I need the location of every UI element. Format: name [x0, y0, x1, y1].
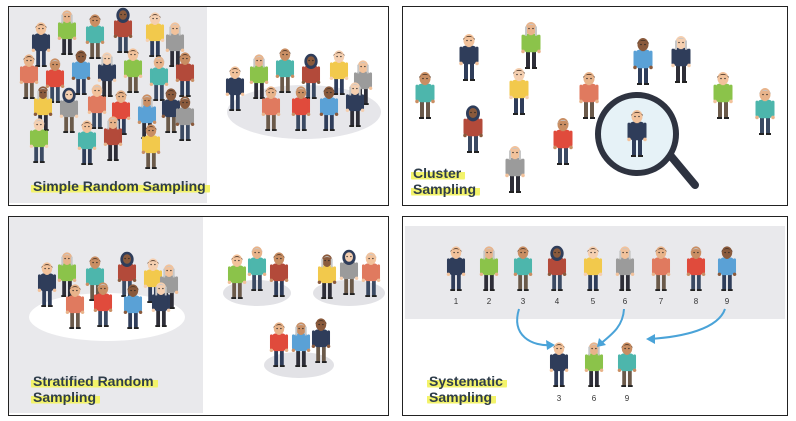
row-number: 6 [622, 297, 628, 306]
person-icon [627, 110, 647, 157]
row-number: 3 [520, 297, 526, 306]
systematic-figures [446, 245, 737, 387]
row-number: 7 [658, 297, 664, 306]
selection-arrows [516, 308, 726, 347]
sample-number: 6 [591, 394, 597, 403]
person-icon [103, 116, 123, 161]
person-icon [269, 252, 289, 297]
person-icon [77, 120, 97, 165]
row-number: 2 [486, 297, 492, 306]
person-icon [45, 58, 65, 103]
person-icon [713, 72, 733, 119]
person-icon [113, 7, 133, 53]
sample-number: 3 [556, 394, 562, 403]
person-icon [71, 50, 91, 95]
person-icon [311, 318, 331, 363]
person-icon [317, 254, 337, 299]
systematic-label: Systematic Sampling [427, 373, 507, 405]
person-icon [65, 284, 85, 329]
person-icon [261, 86, 281, 131]
person-icon [579, 72, 599, 119]
person-icon [19, 54, 39, 99]
person-icon [686, 246, 706, 291]
person-icon [584, 342, 604, 387]
row-number: 8 [693, 297, 699, 306]
row-number: 5 [590, 297, 596, 306]
person-icon [249, 54, 269, 99]
person-icon [227, 254, 247, 299]
systematic-panel: 1 2 3 4 5 6 7 8 9 3 6 9 Systematic Sampling [402, 216, 788, 416]
person-icon [85, 14, 105, 59]
simple-random-label: Simple Random Sampling [31, 178, 210, 194]
person-icon [117, 251, 137, 297]
cluster-figures [415, 22, 775, 193]
person-icon [633, 38, 653, 85]
person-icon [671, 36, 691, 83]
stratified-label: Stratified Random Sampling [31, 373, 158, 405]
person-icon [175, 96, 195, 141]
person-icon [59, 87, 79, 133]
person-icon [291, 322, 311, 367]
person-icon [175, 52, 195, 97]
person-icon [329, 50, 349, 95]
person-icon [247, 246, 267, 291]
person-icon [509, 68, 529, 115]
person-icon [361, 252, 381, 297]
arrow-heads [546, 334, 655, 350]
magnifier-icon [595, 92, 699, 189]
person-icon [479, 246, 499, 291]
stratified-figures [29, 246, 385, 378]
person-icon [459, 34, 479, 81]
person-icon [97, 52, 117, 97]
person-icon [37, 262, 57, 307]
person-icon [123, 48, 143, 93]
person-icon [269, 322, 289, 367]
person-icon [301, 53, 321, 99]
person-icon [553, 118, 573, 165]
row-number: 1 [453, 297, 459, 306]
person-icon [513, 246, 533, 291]
person-icon [446, 246, 466, 291]
person-icon [505, 146, 525, 193]
person-icon [345, 82, 365, 127]
person-icon [149, 56, 169, 101]
simple-random-panel: Simple Random Sampling [8, 6, 389, 206]
person-icon [617, 342, 637, 387]
stratified-panel: Stratified Random Sampling [8, 216, 389, 416]
person-icon [547, 245, 567, 291]
person-icon [145, 12, 165, 57]
person-icon [57, 252, 77, 297]
person-icon [93, 282, 113, 327]
person-icon [755, 88, 775, 135]
person-icon [651, 246, 671, 291]
cluster-panel: Cluster Sampling [402, 6, 788, 206]
person-icon [275, 48, 295, 93]
person-icon [463, 105, 483, 153]
person-icon [87, 84, 107, 129]
person-icon [583, 246, 603, 291]
person-icon [415, 72, 435, 119]
person-icon [225, 66, 245, 111]
person-icon [291, 86, 311, 131]
person-icon [165, 22, 185, 67]
person-icon [717, 246, 737, 291]
person-icon [57, 10, 77, 55]
person-icon [141, 124, 161, 169]
person-icon [339, 249, 359, 295]
person-icon [319, 86, 339, 131]
sample-number: 9 [624, 394, 630, 403]
person-icon [123, 284, 143, 329]
cluster-label: Cluster Sampling [411, 165, 481, 197]
person-icon [549, 342, 569, 387]
person-icon [29, 118, 49, 163]
row-number: 4 [554, 297, 560, 306]
person-icon [615, 246, 635, 291]
person-icon [31, 22, 51, 67]
row-number: 9 [724, 297, 730, 306]
simple-random-figures [19, 7, 381, 169]
person-icon [151, 282, 171, 327]
person-icon [521, 22, 541, 69]
